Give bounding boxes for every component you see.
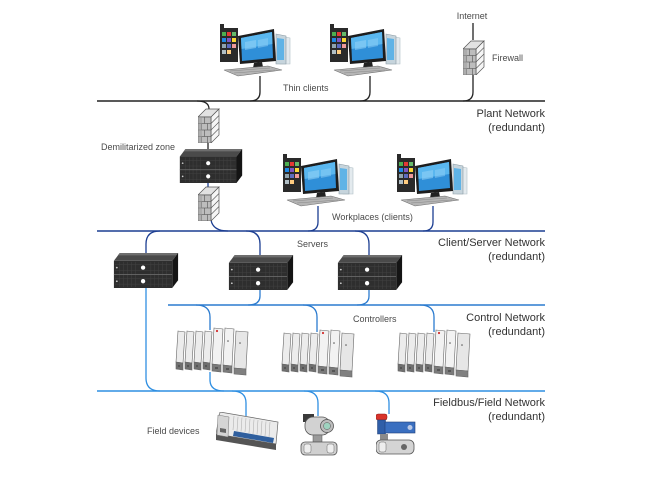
- thin-client-cable: [249, 76, 261, 102]
- field-level-cables: [145, 288, 390, 416]
- server-to-control-cable: [356, 290, 370, 306]
- control-network-label: Control Network: [466, 312, 545, 324]
- server-cable: [354, 230, 370, 257]
- internet-firewall-icon: [463, 40, 485, 75]
- dmz-server-icon: [179, 149, 243, 183]
- thin-client-cable: [359, 76, 371, 102]
- server-to-control-cable: [247, 290, 261, 306]
- field-device-cable: [231, 390, 247, 416]
- field-device-cable: [303, 390, 319, 416]
- workplace-cable: [422, 206, 434, 232]
- dmz-to-client-server-cable: [210, 219, 229, 232]
- workplaces-label: Workplaces (clients): [332, 212, 413, 222]
- controller-cable: [302, 304, 318, 332]
- controllers-label: Controllers: [353, 314, 397, 324]
- plant-network-label: Plant Network: [477, 108, 546, 120]
- fieldbus-network-label: Fieldbus/Field Network: [433, 397, 545, 409]
- thin-client-workstation-icon: [220, 24, 291, 77]
- dmz-lower-firewall-icon: [198, 186, 220, 221]
- client-server-network-label: Client/Server Network: [438, 237, 545, 249]
- control-level-cables: [195, 290, 435, 332]
- thin-client-workstation-icon: [330, 24, 401, 77]
- remote-io-module-icon: [216, 412, 279, 451]
- plant-network-note: (redundant): [488, 122, 545, 134]
- rack-server-icon: [228, 255, 294, 290]
- rack-server-icon: [337, 255, 403, 290]
- firewall-label: Firewall: [492, 53, 523, 63]
- workplace-workstation-icon: [397, 154, 468, 207]
- server-to-fieldbus-cable: [145, 288, 161, 392]
- fieldbus-network-note: (redundant): [488, 411, 545, 423]
- firewall-to-plant-cable: [462, 75, 474, 102]
- controller-rack-icon: [175, 327, 249, 376]
- thin-clients-label: Thin clients: [283, 83, 329, 93]
- controller-to-fieldbus-cable: [209, 372, 225, 392]
- internet-label: Internet: [457, 11, 488, 21]
- field-devices-label: Field devices: [147, 426, 200, 436]
- plant-level-cables: [196, 23, 474, 150]
- plant-to-dmz-cable: [196, 100, 210, 110]
- server-cable: [145, 230, 161, 255]
- workplace-cable: [307, 206, 319, 232]
- dmz-upper-firewall-icon: [198, 108, 220, 143]
- servers-label: Servers: [297, 239, 329, 249]
- field-device-cable: [374, 390, 390, 414]
- controller-rack-icon: [281, 329, 355, 378]
- server-cable: [245, 230, 261, 257]
- controller-cable: [195, 304, 211, 330]
- controller-rack-icon: [397, 329, 471, 378]
- controller-cable: [419, 304, 435, 332]
- pressure-transmitter-icon: [300, 414, 338, 456]
- valve-actuator-icon: [376, 413, 416, 455]
- workplace-workstation-icon: [283, 154, 354, 207]
- client-server-network-note: (redundant): [488, 251, 545, 263]
- dmz-label: Demilitarized zone: [101, 142, 175, 152]
- control-network-note: (redundant): [488, 326, 545, 338]
- rack-server-icon: [113, 253, 179, 288]
